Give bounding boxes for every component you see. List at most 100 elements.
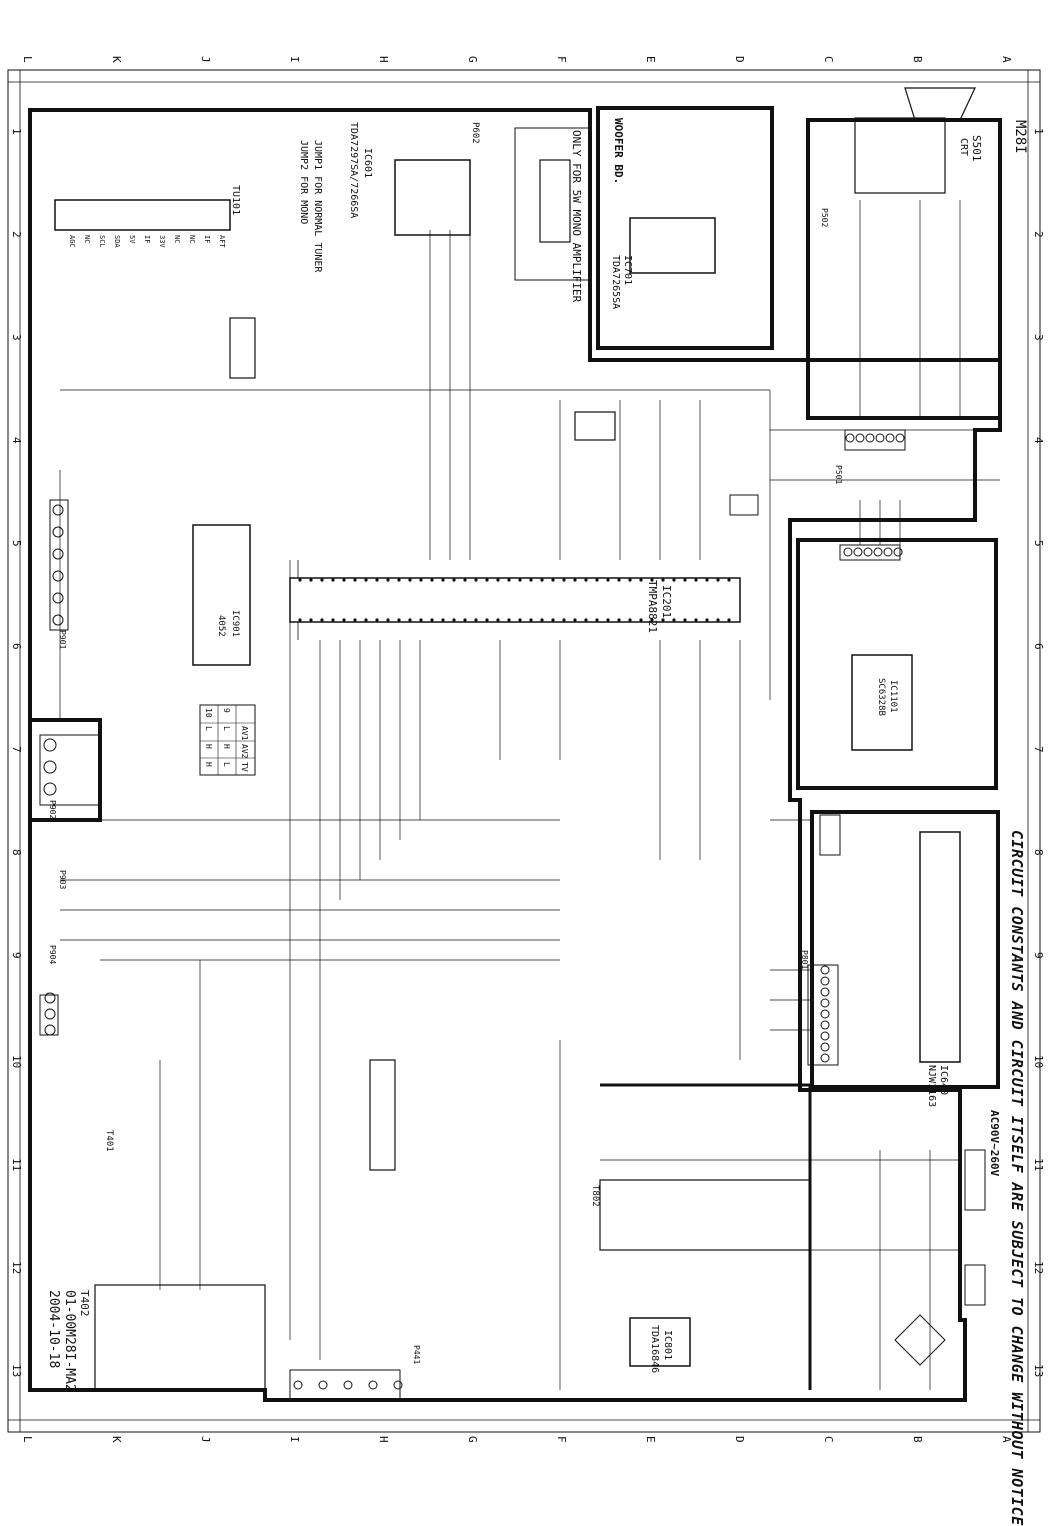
woofer-board-label: WOOFER BD. [612,118,625,185]
ic-pin [573,618,577,622]
connector-pin [845,433,855,443]
grid-number-left: 7 [10,746,23,753]
ic601-part: TDA7297SA/7266SA [348,122,359,219]
connector-pin [820,1020,830,1030]
connector-pin [343,1380,353,1390]
grid-number-left: 1 [10,128,23,135]
connector-pin [43,782,57,796]
ic-pin [507,618,511,622]
connector-pin [895,433,905,443]
ic-pin [518,618,522,622]
ic-pin [606,618,610,622]
connector-pin [883,547,893,557]
ic-pin [320,578,324,582]
tuner-pin-label: SCL [98,235,106,248]
ic-pin [694,578,698,582]
tuner-pin-label: IF [143,235,151,244]
connector-pin [843,547,853,557]
ic-pin [386,618,390,622]
grid-number-right: 11 [1032,1158,1045,1172]
grid-letter-bottom: G [466,1436,479,1443]
grid-letter-top: I [288,56,301,63]
model-label: M28I [1012,120,1028,154]
ic-pin [639,578,643,582]
ic-pin [375,618,379,622]
grid-letter-bottom: B [911,1436,924,1443]
ic-pin [408,618,412,622]
mono-amp-note: ONLY FOR 5W MONO AMPLIFIER [570,130,583,303]
ic601-ref: IC601 [362,148,373,179]
p903-label: P903 [58,870,67,890]
ic-pin [683,618,687,622]
ic-pin [408,578,412,582]
ic-pin [606,578,610,582]
ic-pin [683,578,687,582]
grid-letter-top: J [199,56,212,63]
grid-letter-bottom: H [377,1436,390,1443]
change-notice: CIRCUIT CONSTANTS AND CIRCUIT ITSELF ARE… [1008,830,1026,1526]
switch-table-cell: 9 [222,708,231,713]
grid-letter-bottom: L [21,1436,34,1443]
connector-pin [393,1380,403,1390]
grid-number-left: 13 [10,1364,23,1378]
tuner-pin-label: IF [203,235,211,244]
ic-pin [573,578,577,582]
ic-pin [309,618,313,622]
ic-pin [727,618,731,622]
ic-pin [397,578,401,582]
ic-pin [584,618,588,622]
grid-letter-top: H [377,56,390,63]
ic901-ref: IC901 [230,610,240,638]
connector-pin [44,1024,56,1036]
connector-pin [44,992,56,1004]
ic201-ref: IC201 [660,585,673,619]
drawing-number: 01-00M28I-MA2 [62,1290,77,1392]
ic-pin [342,618,346,622]
grid-letter-top: E [644,56,657,63]
mains-voltage: AC90V~260V [988,1110,1001,1177]
ic-pin [694,618,698,622]
grid-number-right: 5 [1032,540,1045,547]
connector-pin [820,1053,830,1063]
grid-number-left: 10 [10,1055,23,1069]
grid-letter-top: F [555,56,568,63]
crt-ref: S501 [970,135,983,162]
ic-pin [397,618,401,622]
drawing-date: 2004-10-18 [46,1290,61,1369]
ic-pin [672,578,676,582]
connector-pin [293,1380,303,1390]
connector-pin [52,570,64,582]
ic-pin [485,618,489,622]
ic-pin [375,578,379,582]
ic-pin [595,578,599,582]
crt-name: CRT [958,138,969,157]
connector-pin [368,1380,378,1390]
switch-table-cell: L [204,726,213,731]
schematic-sheet: M28I CIRCUIT CONSTANTS AND CIRCUIT ITSEL… [7,56,1045,1526]
jumper2-note: JUMP2 FOR MONO [298,140,309,225]
p801-label: P801 [800,950,809,970]
tuner-pin-label: NC [83,235,91,244]
grid-number-left: 5 [10,540,23,547]
grid-number-right: 1 [1032,128,1045,135]
ic-pin [419,578,423,582]
connector-pin [52,548,64,560]
ic-pin [639,618,643,622]
connector-pin [52,526,64,538]
ic-pin [562,618,566,622]
ic-pin [298,618,302,622]
ic-pin [661,618,665,622]
ic1101-ref: IC1101 [888,680,898,713]
ic-pin [485,578,489,582]
p602-label: P602 [470,122,480,144]
p901-label: P901 [58,630,67,650]
tuner-pin-label: NC [188,235,196,244]
grid-number-right: 7 [1032,746,1045,753]
ic-pin [430,618,434,622]
ic-pin [628,578,632,582]
ic-pin [540,618,544,622]
grid-number-right: 12 [1032,1261,1045,1275]
schematic-drawing [7,69,1041,1433]
ic-pin [705,578,709,582]
ic-pin [584,578,588,582]
